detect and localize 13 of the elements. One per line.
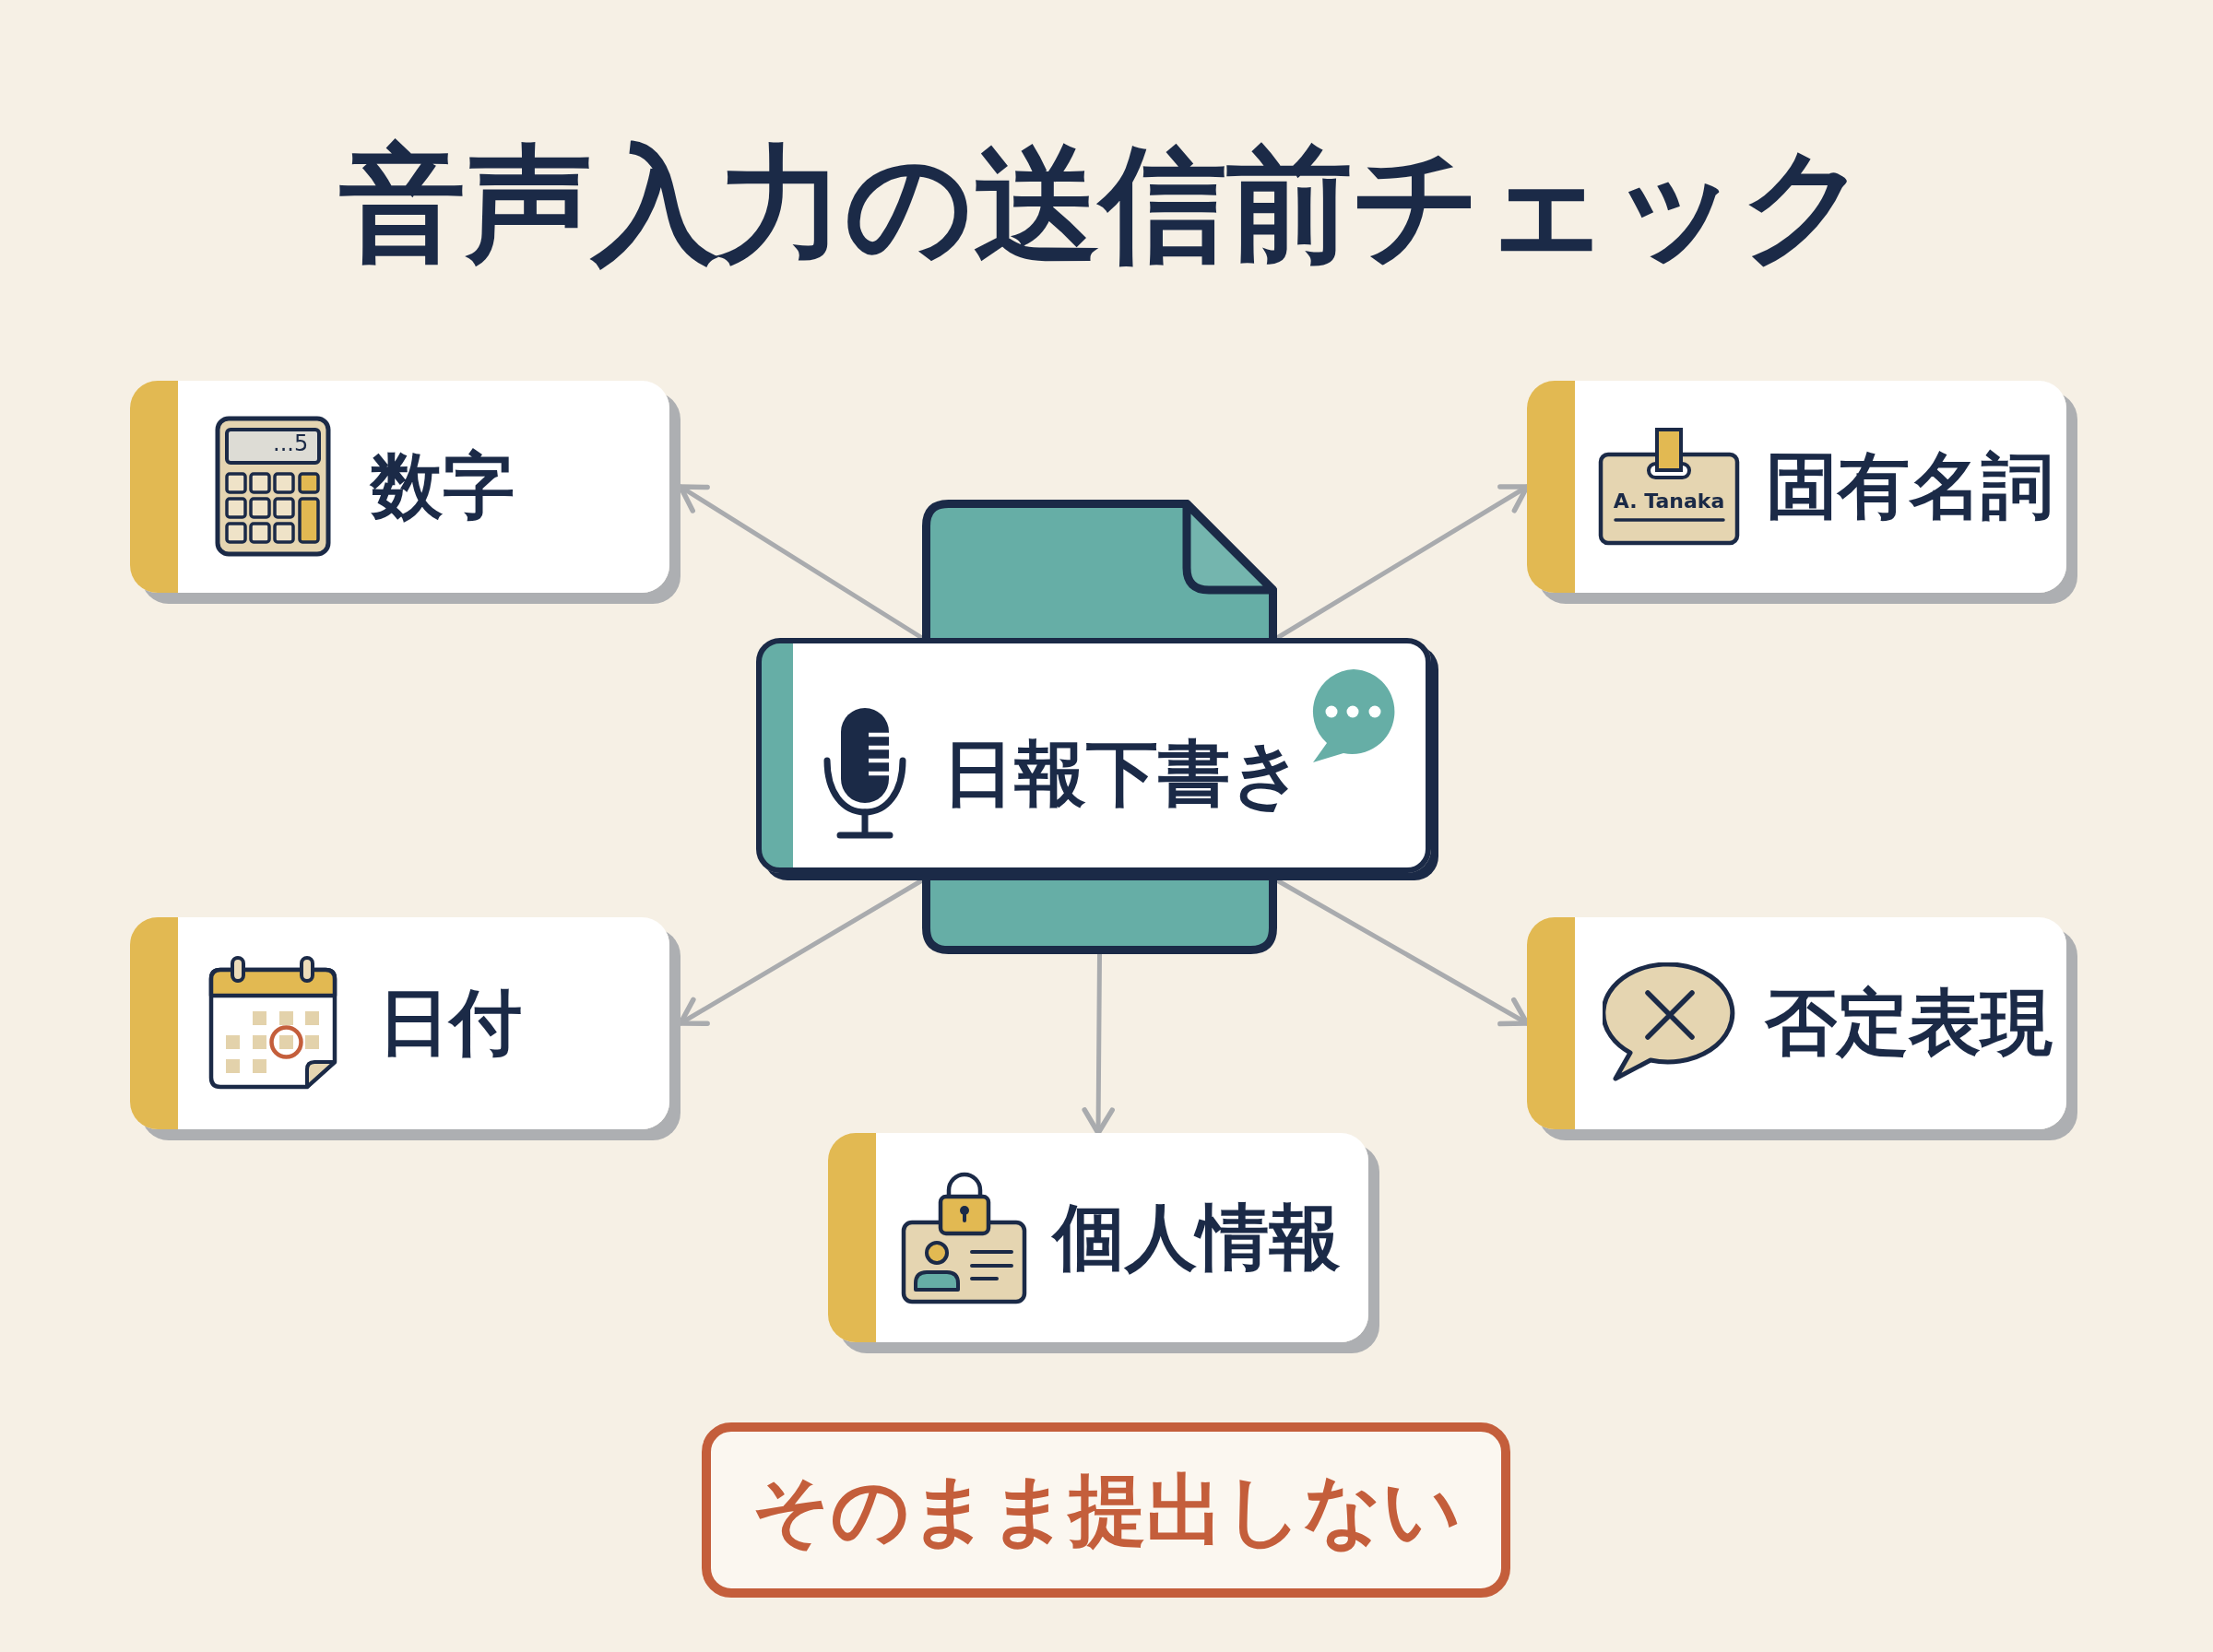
title: 音声入力の送信前チェック	[338, 132, 1869, 277]
card-label: 日付	[378, 982, 522, 1065]
card-label: 個人情報	[1053, 1196, 1341, 1280]
card-label: 固有名詞	[1766, 445, 2053, 528]
arrow	[678, 878, 925, 1026]
card-label: そのまま提出しない	[751, 1465, 1462, 1555]
name-tag-text: A. Tanaka	[1613, 490, 1725, 514]
card-label: 日報下書き	[942, 733, 1304, 816]
arrow	[1082, 951, 1115, 1136]
card-label: 否定表現	[1765, 982, 2053, 1065]
display-text: ...5	[273, 431, 309, 457]
card-label: 数字	[371, 445, 515, 528]
warning-box	[702, 1422, 1510, 1598]
